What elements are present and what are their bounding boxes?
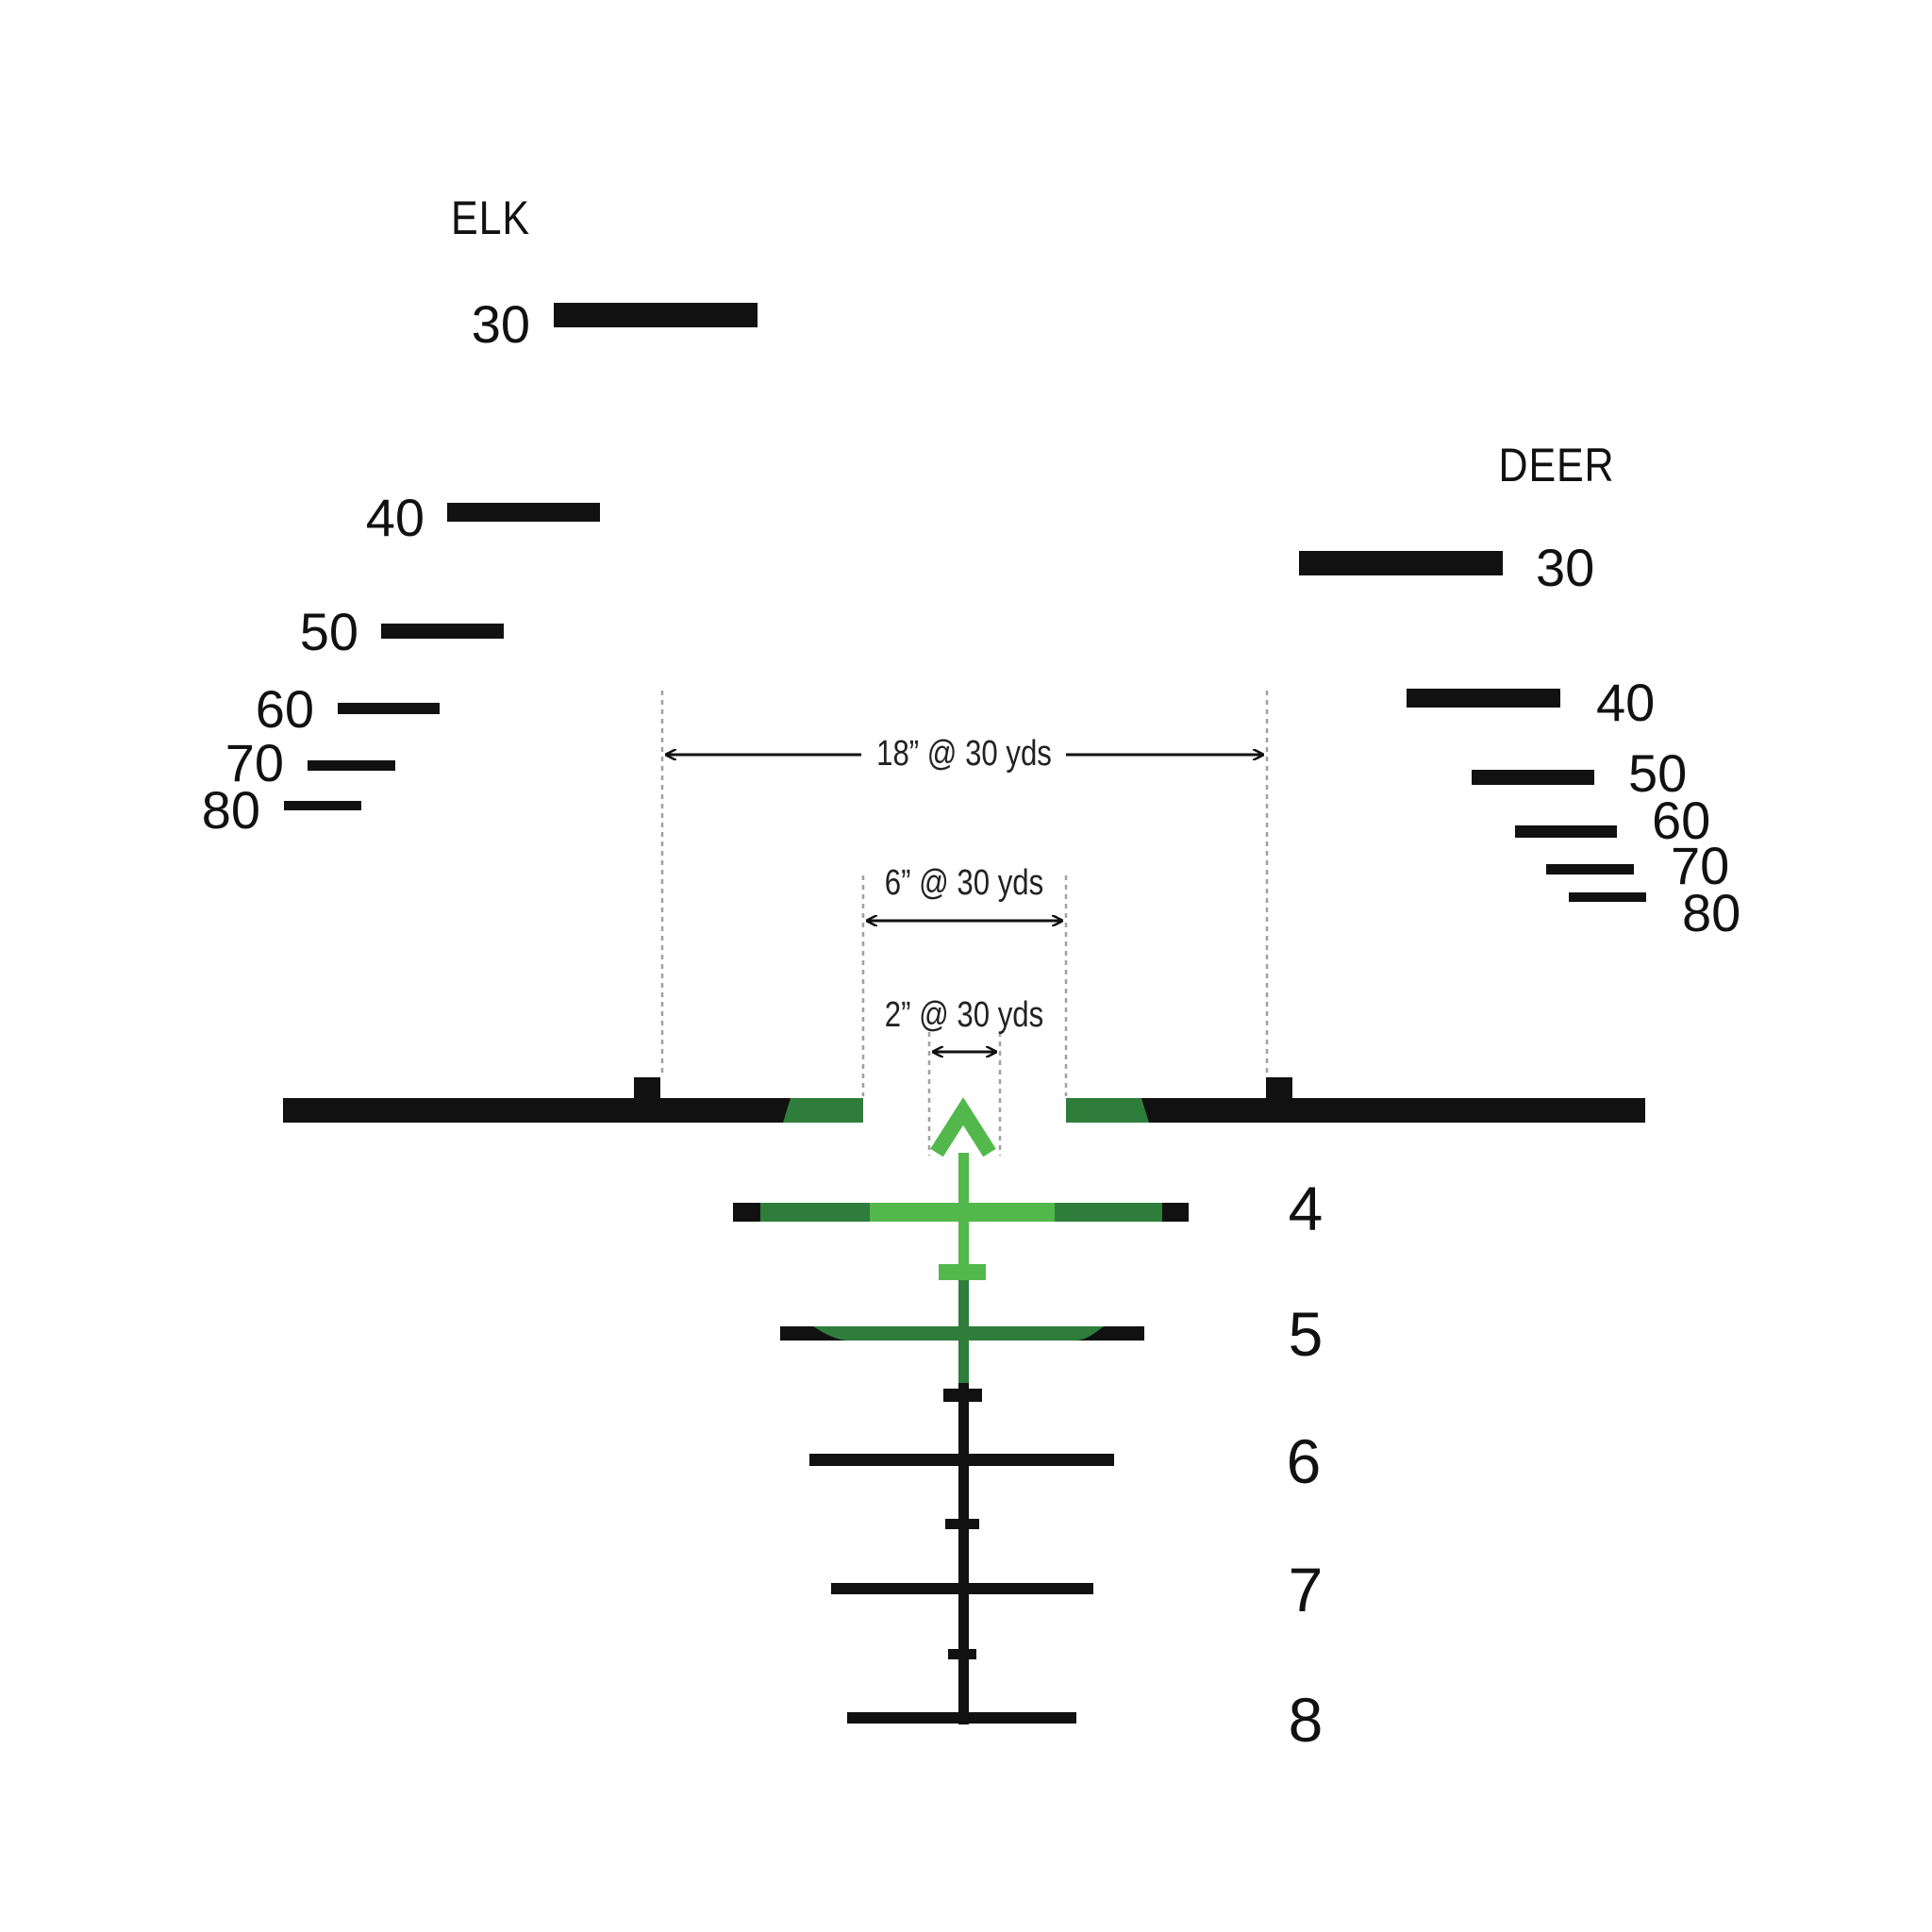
deer-range-80: 80	[1682, 883, 1740, 942]
elk-range-60: 60	[256, 679, 314, 739]
elk-ranging-scale: ELK 30 40 50 60 70 80	[202, 192, 758, 840]
holdover-label-8: 8	[1289, 1685, 1324, 1755]
holdover-bar-4-glow-light	[870, 1203, 1055, 1222]
elk-range-50: 50	[300, 602, 358, 661]
holdover-label-6: 6	[1287, 1426, 1322, 1496]
holdover-bar-7	[831, 1583, 1093, 1594]
post-segment-black	[958, 1383, 969, 1724]
deer-bar-40	[1407, 689, 1560, 708]
elk-bar-80	[284, 801, 361, 810]
crosshair-right-arm	[1066, 1098, 1645, 1123]
elk-bar-60	[338, 703, 440, 714]
deer-title: DEER	[1499, 439, 1615, 491]
wide-dimension-label: 18” @ 30 yds	[876, 734, 1052, 774]
elk-range-80: 80	[202, 780, 260, 840]
holdover-labels: 4 5 6 7 8	[1287, 1174, 1324, 1755]
aiming-chevron	[930, 1097, 996, 1158]
holdover-bar-8	[847, 1712, 1076, 1724]
elk-range-30: 30	[472, 294, 530, 354]
post-tick-2	[943, 1389, 982, 1402]
deer-range-60: 60	[1652, 791, 1710, 850]
main-crosshair	[283, 1077, 1645, 1123]
elk-bar-40	[447, 503, 600, 522]
deer-ranging-scale: DEER 30 40 50 60 70 80	[1299, 439, 1740, 942]
holdover-label-4: 4	[1289, 1174, 1324, 1243]
post-tick-1	[939, 1264, 986, 1280]
narrow-dimension-label: 2” @ 30 yds	[885, 995, 1043, 1035]
deer-range-50: 50	[1628, 743, 1687, 803]
holdover-bars	[733, 1203, 1189, 1724]
holdover-bar-5-glow	[813, 1326, 1104, 1341]
crosshair-left-tick	[634, 1077, 660, 1102]
post-tick-3	[945, 1519, 979, 1529]
chevron-mark	[930, 1097, 996, 1158]
deer-bar-50	[1472, 770, 1594, 785]
elk-bar-50	[381, 624, 504, 639]
holdover-label-7: 7	[1289, 1555, 1324, 1624]
elk-range-70: 70	[225, 733, 284, 792]
medium-dimension-label: 6” @ 30 yds	[885, 863, 1043, 903]
post-tick-4	[948, 1649, 976, 1659]
deer-bar-60	[1515, 825, 1617, 838]
deer-range-30: 30	[1536, 538, 1594, 597]
crosshair-right-tick	[1266, 1077, 1292, 1102]
vertical-post	[939, 1153, 986, 1724]
holdover-bar-6	[809, 1454, 1114, 1466]
elk-bar-30	[554, 303, 758, 327]
crosshair-left-arm	[283, 1098, 863, 1123]
elk-bar-70	[308, 760, 395, 771]
holdover-label-5: 5	[1289, 1299, 1324, 1369]
deer-bar-80	[1569, 892, 1646, 902]
deer-bar-30	[1299, 551, 1503, 575]
deer-bar-70	[1546, 864, 1634, 874]
deer-range-70: 70	[1671, 836, 1729, 895]
crosshair-left-glow	[783, 1098, 863, 1123]
crosshair-right-glow	[1066, 1098, 1149, 1123]
elk-range-40: 40	[366, 488, 425, 547]
deer-range-40: 40	[1596, 673, 1655, 732]
elk-title: ELK	[451, 192, 530, 244]
dimension-guides: 18” @ 30 yds 6” @ 30 yds 2” @ 30 yds	[660, 691, 1269, 1156]
